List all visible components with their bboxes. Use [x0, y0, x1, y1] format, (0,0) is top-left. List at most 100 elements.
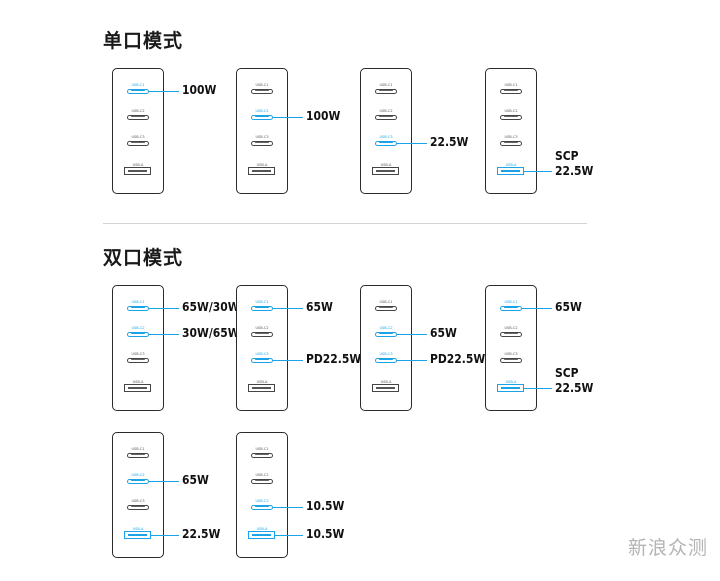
- usb-a-port-icon: [124, 384, 151, 392]
- port-label: USB-C1: [255, 300, 269, 304]
- port-label: USB-C3: [255, 352, 269, 356]
- usb-c-port-icon: [251, 88, 273, 94]
- power-callout: SCP 22.5W: [555, 365, 594, 395]
- port-label: USB-C3: [131, 352, 145, 356]
- usb-a-port-icon: [372, 167, 399, 175]
- port-label: USB-C3: [504, 135, 518, 139]
- usb-c-port-icon: [500, 357, 522, 363]
- usb-c-port-icon: [127, 88, 149, 94]
- usb-c-port-icon: [251, 452, 273, 458]
- usb-c-port-icon: [375, 140, 397, 146]
- usb-c-port-icon: [127, 305, 149, 311]
- usb-c-port-icon: [127, 331, 149, 337]
- power-callout: PD22.5W: [430, 351, 486, 366]
- connector-line: [273, 116, 303, 118]
- port-label: USB-C1: [255, 83, 269, 87]
- port-label: USB-C1: [255, 447, 269, 451]
- usb-c-port-icon: [251, 357, 273, 363]
- port-label: USB-C2: [379, 326, 393, 330]
- power-callout: PD22.5W: [306, 351, 362, 366]
- port-label: USB-C2: [504, 109, 518, 113]
- usb-c-port-icon: [375, 331, 397, 337]
- port-label: USB-C2: [504, 326, 518, 330]
- power-callout: 100W: [306, 108, 341, 123]
- port-label: USB-A: [132, 163, 144, 167]
- port-label: USB-C3: [131, 135, 145, 139]
- usb-c-port-icon: [375, 114, 397, 120]
- usb-c-port-icon: [127, 140, 149, 146]
- connector-line: [149, 90, 179, 92]
- port-label: USB-C1: [379, 300, 393, 304]
- port-label: USB-C1: [131, 83, 145, 87]
- usb-c-port-icon: [375, 88, 397, 94]
- power-callout: 65W: [306, 299, 333, 314]
- port-label: USB-A: [256, 527, 268, 531]
- usb-c-port-icon: [500, 305, 522, 311]
- connector-line: [273, 359, 303, 361]
- connector-line: [397, 333, 427, 335]
- power-callout: 22.5W: [182, 526, 221, 541]
- port-label: USB-A: [505, 380, 517, 384]
- usb-a-port-icon: [497, 384, 524, 392]
- connector-line: [522, 307, 552, 309]
- connector-line: [275, 534, 303, 536]
- port-label: USB-A: [132, 380, 144, 384]
- connector-line: [273, 506, 303, 508]
- port-label: USB-C1: [504, 300, 518, 304]
- port-label: USB-C1: [131, 447, 145, 451]
- port-label: USB-C3: [504, 352, 518, 356]
- power-callout: 65W/30W: [182, 299, 240, 314]
- power-callout: 10.5W: [306, 526, 345, 541]
- port-label: USB-C3: [379, 135, 393, 139]
- power-callout: 22.5W: [430, 134, 469, 149]
- usb-c-port-icon: [251, 140, 273, 146]
- dual-port-mode-title: 双口模式: [103, 247, 184, 269]
- connector-line: [151, 534, 179, 536]
- port-label: USB-C2: [131, 473, 145, 477]
- port-label: USB-A: [505, 163, 517, 167]
- usb-c-port-icon: [251, 504, 273, 510]
- usb-c-port-icon: [251, 114, 273, 120]
- port-label: USB-C2: [255, 109, 269, 113]
- port-label: USB-A: [380, 380, 392, 384]
- connector-line: [397, 359, 427, 361]
- power-callout: 65W: [182, 472, 209, 487]
- port-label: USB-C2: [131, 326, 145, 330]
- power-callout: SCP 22.5W: [555, 148, 594, 178]
- port-label: USB-A: [380, 163, 392, 167]
- usb-a-port-icon: [124, 167, 151, 175]
- connector-line: [524, 170, 552, 172]
- usb-c-port-icon: [251, 478, 273, 484]
- port-label: USB-A: [132, 527, 144, 531]
- connector-line: [273, 307, 303, 309]
- usb-c-port-icon: [500, 88, 522, 94]
- single-port-mode-title: 单口模式: [103, 30, 184, 52]
- usb-c-port-icon: [500, 331, 522, 337]
- usb-c-port-icon: [127, 504, 149, 510]
- port-label: USB-C2: [379, 109, 393, 113]
- power-callout: 65W: [555, 299, 582, 314]
- port-label: USB-A: [256, 380, 268, 384]
- usb-c-port-icon: [127, 114, 149, 120]
- usb-a-port-icon: [372, 384, 399, 392]
- port-label: USB-C2: [255, 326, 269, 330]
- port-label: USB-C3: [255, 499, 269, 503]
- port-label: USB-C1: [131, 300, 145, 304]
- power-callout: 10.5W: [306, 498, 345, 513]
- port-label: USB-C3: [255, 135, 269, 139]
- connector-line: [397, 142, 427, 144]
- usb-c-port-icon: [127, 357, 149, 363]
- connector-line: [149, 480, 179, 482]
- usb-c-port-icon: [500, 114, 522, 120]
- port-label: USB-C2: [131, 109, 145, 113]
- usb-a-port-icon: [124, 531, 151, 539]
